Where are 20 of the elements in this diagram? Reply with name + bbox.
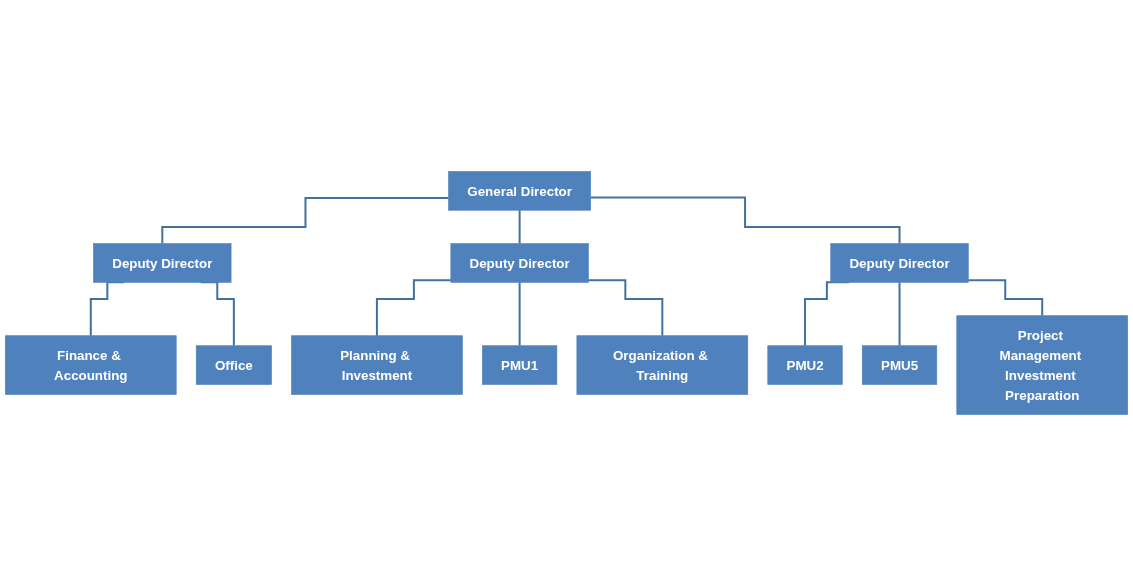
connector xyxy=(898,280,901,347)
node-box: PMU5 xyxy=(861,344,938,385)
connector xyxy=(967,278,1044,317)
node-box: PMU1 xyxy=(482,344,558,385)
node-box: General Director xyxy=(448,170,591,211)
node-box: Deputy Director xyxy=(450,242,589,283)
node-box: Finance & Accounting xyxy=(5,334,177,395)
node-box: Organization & Training xyxy=(576,334,749,395)
node-box: Project Management Investment Preparation xyxy=(956,314,1128,415)
node-box: PMU2 xyxy=(767,344,843,385)
connector xyxy=(375,278,452,337)
node-box: Deputy Director xyxy=(93,242,232,283)
node-box: Office xyxy=(195,344,272,385)
connector xyxy=(518,280,521,347)
node-box: Planning & Investment xyxy=(291,334,463,395)
connector xyxy=(161,196,450,245)
node-box: Deputy Director xyxy=(830,242,969,283)
connector xyxy=(518,208,521,245)
connector xyxy=(589,196,901,245)
connector xyxy=(587,278,664,337)
